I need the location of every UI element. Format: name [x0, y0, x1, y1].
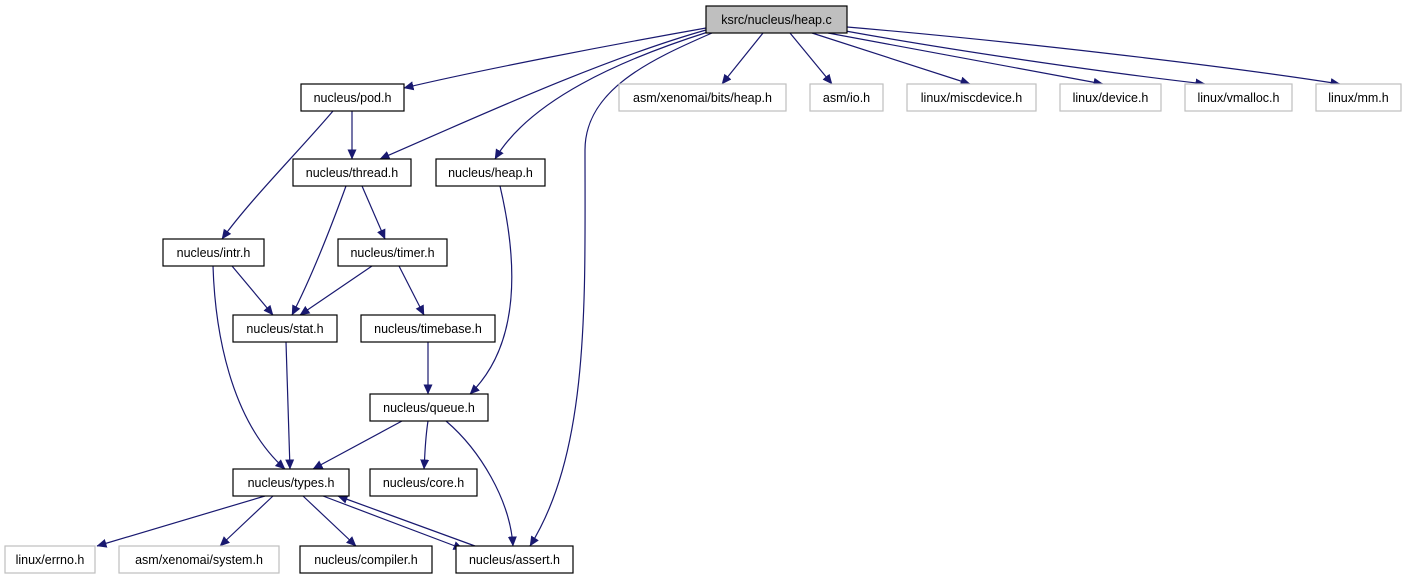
node-box [300, 83, 405, 112]
node-label: nucleus/core.h [383, 476, 464, 490]
edge-queue-h-to-types-h [312, 420, 403, 470]
node-box [906, 83, 1037, 112]
node-label: nucleus/thread.h [306, 166, 398, 180]
node-errno-h: linux/errno.h [4, 545, 96, 574]
node-label: asm/io.h [823, 91, 870, 105]
node-box [118, 545, 280, 574]
node-box [455, 545, 574, 574]
node-box [435, 158, 546, 187]
edge-heap-c-to-bits-heap-h [721, 32, 764, 85]
nodes: ksrc/nucleus/heap.c nucleus/pod.h asm/xeno… [4, 5, 1402, 574]
node-heap-c[interactable]: ksrc/nucleus/heap.c [705, 5, 848, 34]
node-label: asm/xenomai/bits/heap.h [633, 91, 772, 105]
node-label: ksrc/nucleus/heap.c [721, 13, 831, 27]
edge-timer-h-to-stat-h [299, 265, 373, 316]
node-heap-h[interactable]: nucleus/heap.h [435, 158, 546, 187]
edge-thread-h-to-timer-h [361, 185, 386, 240]
node-box [369, 393, 489, 422]
edge-types-h-to-errno-h [96, 495, 266, 548]
edge-types-h-to-system-h [219, 495, 274, 547]
node-label: nucleus/heap.h [448, 166, 533, 180]
node-label: nucleus/stat.h [246, 322, 323, 336]
node-label: nucleus/timebase.h [374, 322, 482, 336]
node-label: nucleus/pod.h [314, 91, 392, 105]
node-box [369, 468, 478, 497]
edge-heap-c-to-assert-h [529, 32, 713, 547]
edge-types-h-to-compiler-h [302, 495, 357, 547]
node-intr-h[interactable]: nucleus/intr.h [162, 238, 265, 267]
edge-types-h-to-assert-h [322, 495, 464, 550]
edge-queue-h-to-assert-h [445, 420, 517, 547]
node-vmalloc-h: linux/vmalloc.h [1184, 83, 1293, 112]
node-assert-h[interactable]: nucleus/assert.h [455, 545, 574, 574]
node-miscdevice-h: linux/miscdevice.h [906, 83, 1037, 112]
node-label: linux/vmalloc.h [1198, 91, 1280, 105]
edge-pod-h-to-intr-h [221, 110, 334, 240]
node-box [232, 314, 338, 343]
node-box [705, 5, 848, 34]
edge-heap-c-to-device-h [827, 32, 1104, 87]
node-thread-h[interactable]: nucleus/thread.h [292, 158, 412, 187]
node-system-h: asm/xenomai/system.h [118, 545, 280, 574]
node-asm-io-h: asm/io.h [809, 83, 884, 112]
node-box [162, 238, 265, 267]
node-label: nucleus/assert.h [469, 553, 560, 567]
edge-heap-c-to-pod-h [403, 27, 707, 91]
node-pod-h[interactable]: nucleus/pod.h [300, 83, 405, 112]
edge-heap-c-to-vmalloc-h [839, 29, 1206, 88]
node-box [299, 545, 433, 574]
edge-thread-h-to-stat-h [291, 185, 347, 316]
node-label: asm/xenomai/system.h [135, 553, 263, 567]
node-label: linux/miscdevice.h [921, 91, 1022, 105]
node-timer-h[interactable]: nucleus/timer.h [337, 238, 448, 267]
edge-heap-c-to-mm-h [846, 26, 1341, 87]
edge-stat-h-to-types-h [285, 341, 295, 470]
edge-intr-h-to-types-h [212, 265, 286, 470]
node-types-h[interactable]: nucleus/types.h [232, 468, 350, 497]
edge-heap-c-to-thread-h [379, 29, 707, 160]
node-box [232, 468, 350, 497]
edge-heap-c-to-heap-h [494, 31, 709, 160]
node-box [4, 545, 96, 574]
node-label: nucleus/timer.h [350, 246, 434, 260]
node-box [618, 83, 787, 112]
node-compiler-h[interactable]: nucleus/compiler.h [299, 545, 433, 574]
edge-heap-c-to-asm-io-h [789, 32, 833, 85]
edge-heap-h-to-queue-h [469, 185, 513, 395]
node-label: linux/device.h [1073, 91, 1149, 105]
node-box [1059, 83, 1162, 112]
node-label: nucleus/queue.h [383, 401, 475, 415]
node-box [809, 83, 884, 112]
node-label: nucleus/intr.h [177, 246, 251, 260]
edge-heap-c-to-miscdevice-h [811, 32, 971, 86]
edge-queue-h-to-core-h [420, 420, 430, 470]
node-core-h[interactable]: nucleus/core.h [369, 468, 478, 497]
node-box [360, 314, 496, 343]
edges [96, 26, 1341, 550]
node-box [292, 158, 412, 187]
edge-intr-h-to-stat-h [231, 265, 274, 316]
node-box [337, 238, 448, 267]
node-label: linux/mm.h [1328, 91, 1388, 105]
node-mm-h: linux/mm.h [1315, 83, 1402, 112]
node-queue-h[interactable]: nucleus/queue.h [369, 393, 489, 422]
edge-assert-h-to-types-h [337, 495, 476, 547]
edge-timer-h-to-timebase-h [398, 265, 425, 316]
node-label: linux/errno.h [16, 553, 85, 567]
node-timebase-h[interactable]: nucleus/timebase.h [360, 314, 496, 343]
node-device-h: linux/device.h [1059, 83, 1162, 112]
node-box [1315, 83, 1402, 112]
node-label: nucleus/types.h [248, 476, 335, 490]
node-stat-h[interactable]: nucleus/stat.h [232, 314, 338, 343]
node-label: nucleus/compiler.h [314, 553, 418, 567]
node-box [1184, 83, 1293, 112]
node-bits-heap-h: asm/xenomai/bits/heap.h [618, 83, 787, 112]
